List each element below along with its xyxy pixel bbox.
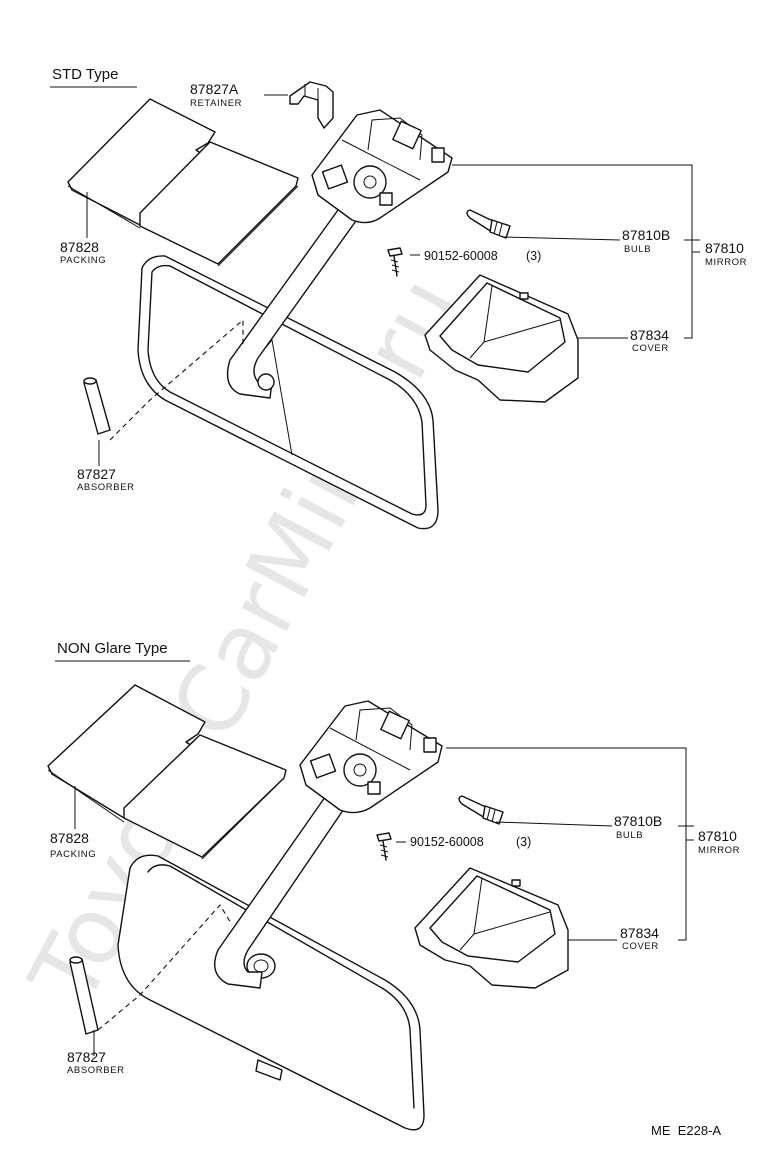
std-leaders <box>86 94 700 466</box>
label-bolt-qty-ng: (3) <box>516 835 531 849</box>
bolt-drawing <box>387 247 403 277</box>
retainer-drawing <box>289 81 334 129</box>
packing-drawing <box>67 98 299 267</box>
bulb-drawing-ng <box>458 795 504 825</box>
ng-labels: 87828 PACKING 87827 ABSORBER 90152-60008… <box>50 813 740 1076</box>
label-absorber-name-ng: ABSORBER <box>67 1065 125 1076</box>
bulb-drawing <box>466 209 511 239</box>
label-cover-number-ng: 87834 <box>620 925 659 941</box>
cover-drawing-ng <box>414 867 569 989</box>
label-packing-name-ng: PACKING <box>50 849 96 860</box>
label-bulb-name-ng: BULB <box>616 830 643 841</box>
absorber-drawing <box>83 318 244 441</box>
label-packing-name: PACKING <box>60 255 106 266</box>
label-bulb-name: BULB <box>624 244 651 255</box>
label-cover-name: COVER <box>632 343 669 354</box>
label-retainer-name: RETAINER <box>190 98 242 109</box>
label-bolt-number-ng: 90152-60008 <box>410 835 484 849</box>
label-cover-name-ng: COVER <box>622 941 659 952</box>
cover-drawing <box>424 274 579 403</box>
label-absorber-number-ng: 87827 <box>67 1049 106 1065</box>
label-mirror-number: 87810 <box>705 240 744 256</box>
label-packing-number: 87828 <box>60 239 99 255</box>
absorber-drawing-ng <box>69 904 233 1035</box>
label-absorber-name: ABSORBER <box>77 482 135 493</box>
section-non-glare: NON Glare Type <box>47 640 740 1131</box>
section-title-std: STD Type <box>52 66 118 83</box>
label-mirror-name: MIRROR <box>705 257 747 268</box>
label-bolt-qty: (3) <box>526 249 541 263</box>
bolt-drawing-ng <box>376 832 392 861</box>
label-retainer-number: 87827A <box>190 81 239 97</box>
label-bulb-number-ng: 87810B <box>614 813 662 829</box>
label-mirror-number-ng: 87810 <box>698 828 737 844</box>
label-absorber-number: 87827 <box>77 466 116 482</box>
label-bulb-number: 87810B <box>622 227 670 243</box>
ng-leaders <box>74 747 694 1056</box>
label-bolt-number: 90152-60008 <box>424 249 498 263</box>
section-title-non-glare: NON Glare Type <box>57 640 168 657</box>
mirror-base-drawing <box>226 109 453 399</box>
std-labels: 87827A RETAINER 87828 PACKING 87827 ABSO… <box>60 81 747 493</box>
mirror-base-drawing-ng <box>214 700 443 989</box>
packing-drawing-ng <box>47 684 287 860</box>
label-packing-number-ng: 87828 <box>50 830 89 846</box>
figure-code: ME E228-A <box>651 1123 721 1138</box>
label-cover-number: 87834 <box>630 327 669 343</box>
section-std: STD Type <box>50 66 747 530</box>
mirror-drawing <box>137 255 439 530</box>
label-mirror-name-ng: MIRROR <box>698 845 740 856</box>
